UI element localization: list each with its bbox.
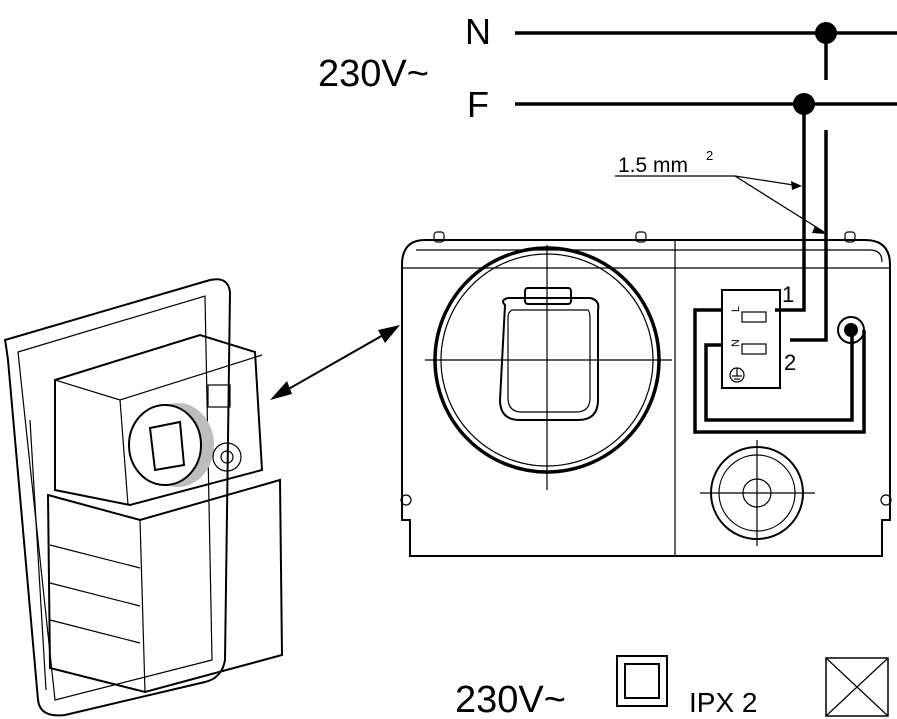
unit-housing-outline — [401, 239, 891, 557]
unit-rear-view: L N 1 2 — [400, 231, 892, 557]
louver-1 — [49, 544, 141, 569]
terminal-n-mark: N — [730, 339, 742, 347]
neutral-label: N — [465, 11, 491, 52]
phase-drop-wire — [775, 104, 806, 312]
mount-tab-2 — [635, 231, 647, 243]
callout-leader-2 — [734, 175, 825, 233]
crossed-box-icon — [825, 657, 889, 717]
view-correspondence-arrow — [270, 325, 400, 400]
callout-arrow-2 — [812, 226, 826, 234]
outlet-perspective — [128, 404, 202, 486]
earth-terminal-icon — [729, 367, 745, 383]
terminal-block — [721, 289, 781, 389]
terminal-screw-1 — [741, 311, 767, 323]
motor-housing-corner — [119, 399, 129, 506]
cable-section-callout: 1.5 mm 2 — [615, 148, 826, 234]
back-plate-rail — [29, 419, 47, 691]
terminal-2-label: 2 — [784, 350, 796, 375]
back-plate-inner — [17, 295, 213, 701]
back-plate — [3, 278, 232, 717]
internal-loop-outer — [693, 308, 866, 434]
side-tab-right — [880, 494, 892, 506]
louver-3 — [49, 619, 141, 644]
lower-housing — [46, 478, 284, 694]
callout-arrow-1 — [791, 181, 802, 190]
earth-screw-inner — [844, 323, 858, 337]
unit-inner-edge — [416, 249, 883, 263]
rating-voltage-label: 230V~ — [455, 679, 566, 719]
callout-leader-1 — [734, 175, 801, 187]
terminal-1-label: 1 — [782, 282, 794, 307]
terminal-screw-2 — [741, 343, 767, 355]
phase-label: F — [467, 84, 489, 125]
terminal-l-mark: L — [730, 306, 742, 312]
gland-perspective — [212, 442, 242, 472]
mount-tab-1 — [433, 231, 445, 243]
gland-perspective-inner — [220, 450, 234, 464]
rating-row: 230V~ IPX 2 — [455, 655, 889, 719]
louver-2 — [49, 582, 141, 607]
protection-label: IPX 2 — [689, 687, 757, 718]
cable-section-superscript: 2 — [706, 148, 713, 163]
supply-lines — [515, 22, 897, 342]
cable-section-label: 1.5 mm — [618, 154, 688, 177]
unit-perspective-view — [3, 278, 284, 717]
side-tab-left — [400, 494, 412, 506]
shutter-flap-inner — [507, 309, 591, 413]
supply-voltage-label: 230V~ — [318, 53, 429, 95]
lower-housing-corner — [139, 519, 146, 693]
motor-housing — [54, 333, 264, 507]
neutral-drop-wire — [790, 130, 828, 342]
shutter-flap — [498, 297, 600, 421]
motor-housing-edge — [54, 354, 263, 401]
shutter-latch — [524, 287, 572, 305]
double-insulation-icon — [616, 655, 668, 707]
mount-tab-3 — [844, 231, 856, 243]
internal-loop-inner — [704, 332, 854, 422]
connector-perspective — [207, 384, 231, 408]
outlet-flap-perspective — [148, 420, 186, 472]
